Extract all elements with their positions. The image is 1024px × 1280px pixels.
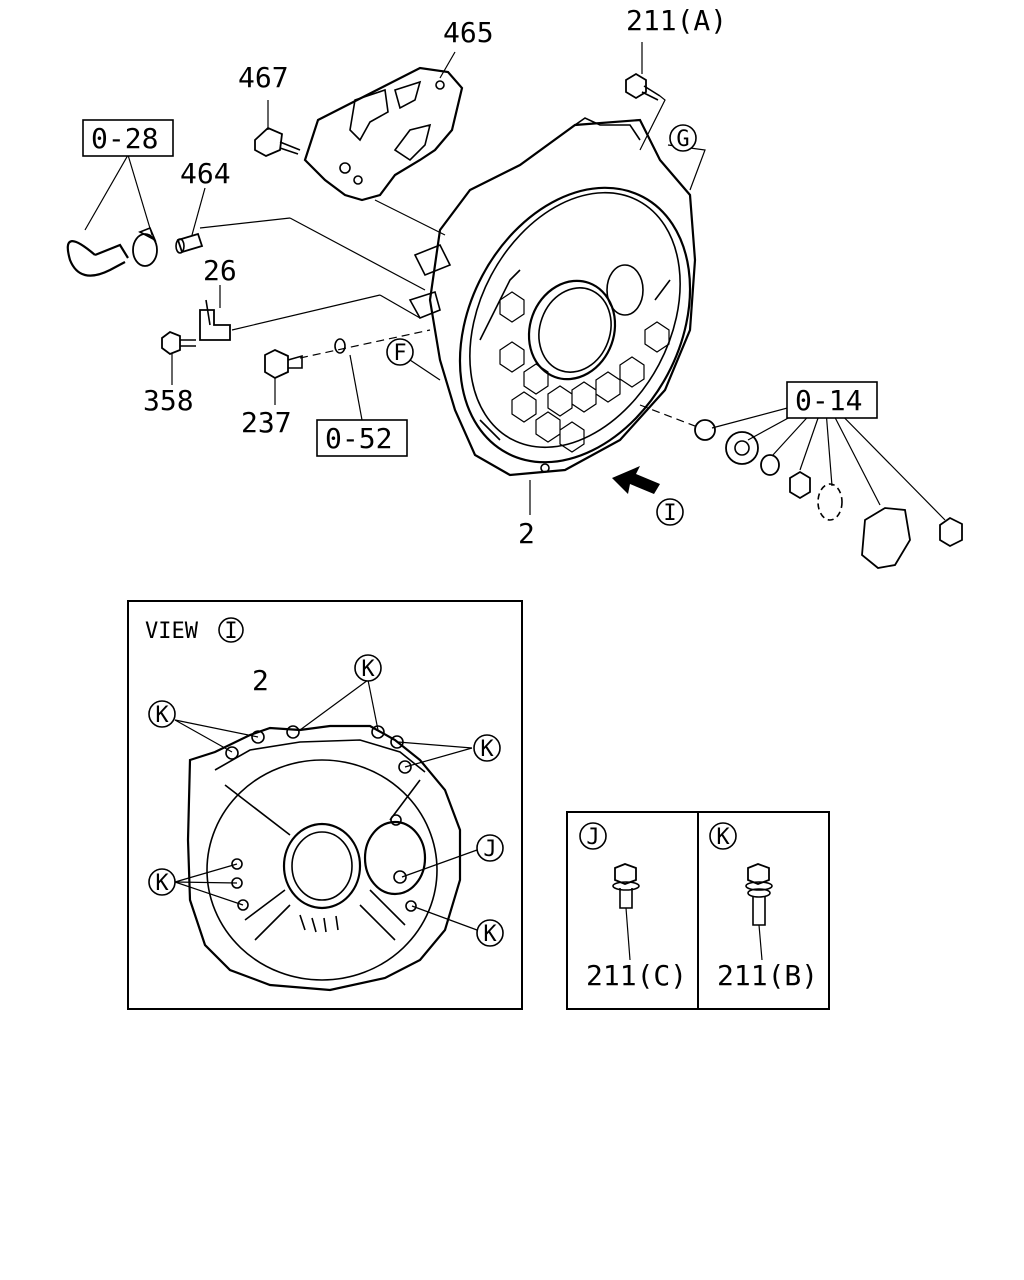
callout-211b: 211(B)	[717, 959, 818, 992]
callout-0-28: 0-28	[91, 122, 158, 155]
callout-26: 26	[203, 254, 237, 287]
marker-F: F	[386, 338, 414, 366]
callout-box-0-52	[316, 419, 408, 457]
housing-rear-view	[186, 724, 462, 992]
hose-0-28	[66, 226, 158, 277]
plate-465	[303, 66, 464, 202]
view-marker-K-4: K	[148, 868, 176, 896]
view-title: VIEW	[145, 619, 199, 644]
callout-box-0-14	[786, 381, 878, 419]
bolt-211b	[745, 863, 773, 961]
bolt-237	[264, 338, 346, 380]
svg-text:K: K	[716, 825, 730, 850]
callout-211a: 211(A)	[626, 4, 727, 37]
view-marker-I: I	[218, 617, 244, 644]
svg-text:K: K	[155, 703, 169, 728]
callout-0-14: 0-14	[795, 384, 862, 417]
svg-text:K: K	[155, 871, 169, 896]
callout-211c: 211(C)	[586, 959, 687, 992]
bolt-211c	[612, 863, 640, 961]
view-leader-lines	[174, 679, 478, 931]
view-i-frame	[127, 600, 523, 1010]
callout-467: 467	[238, 61, 289, 94]
kit-0-14-parts	[694, 419, 963, 569]
callout-358: 358	[143, 384, 194, 417]
svg-text:K: K	[483, 922, 497, 947]
view-direction-arrow	[612, 466, 660, 494]
svg-text:K: K	[361, 657, 375, 682]
view-callout-2: 2	[252, 664, 269, 697]
bolt-211a	[625, 72, 661, 101]
svg-text:G: G	[676, 127, 689, 152]
detail-marker-J: J	[579, 822, 607, 850]
svg-text:F: F	[393, 341, 406, 366]
view-marker-K-2: K	[354, 654, 382, 682]
callout-465: 465	[443, 16, 494, 49]
view-marker-K-3: K	[473, 734, 501, 762]
svg-text:J: J	[483, 837, 496, 862]
callout-2: 2	[518, 517, 535, 550]
marker-I: I	[656, 498, 684, 526]
view-marker-J: J	[476, 834, 504, 862]
view-marker-K-1: K	[148, 700, 176, 728]
svg-text:K: K	[480, 737, 494, 762]
view-marker-K-5: K	[476, 919, 504, 947]
callout-237: 237	[241, 406, 292, 439]
svg-text:I: I	[224, 619, 237, 644]
marker-G: G	[669, 124, 697, 152]
flywheel-housing	[408, 117, 697, 477]
svg-text:I: I	[663, 501, 676, 526]
fitting-26	[199, 299, 231, 341]
detail-marker-K: K	[709, 822, 737, 850]
svg-text:J: J	[586, 825, 599, 850]
callout-0-52: 0-52	[325, 422, 392, 455]
callout-box-0-28	[82, 119, 174, 157]
bolt-467	[254, 126, 301, 157]
plug-464	[175, 232, 204, 254]
callout-464: 464	[180, 157, 231, 190]
bolt-358	[161, 330, 196, 356]
